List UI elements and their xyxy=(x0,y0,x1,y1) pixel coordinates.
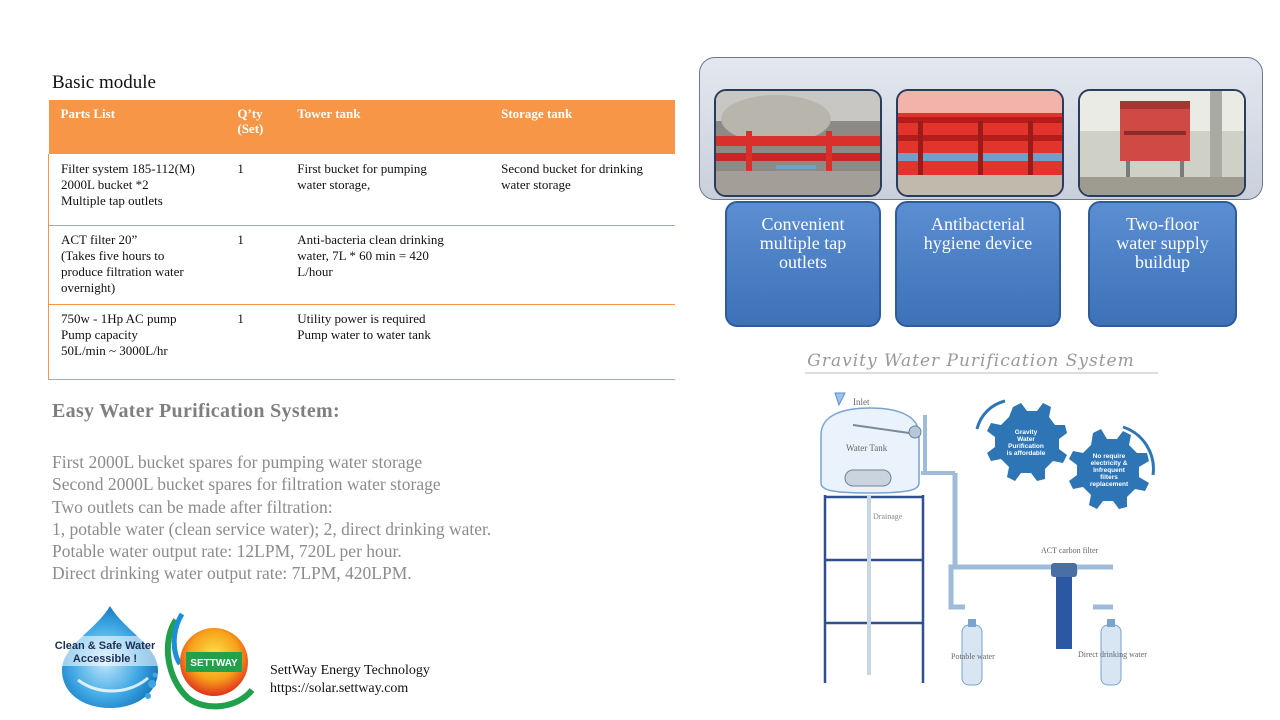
direct-drinking-label: Direct drinking water xyxy=(1078,650,1147,659)
module-title: Basic module xyxy=(52,72,156,93)
feature-box-tap-outlets: Convenient multiple tap outlets xyxy=(725,201,881,327)
drainage-label: Drainage xyxy=(873,512,903,521)
gear-text-line: Infrequent xyxy=(1093,467,1126,474)
gear-text-line: Purification xyxy=(1008,443,1044,450)
settway-logo: SETTWAY xyxy=(164,612,255,710)
direct-drinking-water-bottle: Direct drinking water xyxy=(1078,619,1147,686)
header-qty: Q’ty (Set) xyxy=(225,100,286,154)
cell-parts: ACT filter 20” (Takes five hours to prod… xyxy=(48,225,226,305)
feature-line: water supply xyxy=(1116,233,1209,253)
feature-box-two-floor: Two-floor water supply buildup xyxy=(1088,201,1237,327)
gear-text-line: filters xyxy=(1100,474,1118,481)
potable-water-label: Potable water xyxy=(951,652,995,661)
table-header-row: Parts List Q’ty (Set) Tower tank Storage… xyxy=(48,100,675,154)
description-line: 1, potable water (clean service water); … xyxy=(52,518,492,539)
feature-box-hygiene: Antibacterial hygiene device xyxy=(895,201,1061,327)
table-row: ACT filter 20” (Takes five hours to prod… xyxy=(48,225,675,305)
potable-water-bottle: Potable water xyxy=(951,619,995,686)
logo-area: Clean & Safe Water Accessible ! SETTWAY xyxy=(48,600,258,712)
description-line: Potable water output rate: 12LPM, 720L p… xyxy=(52,541,402,562)
feature-line: outlets xyxy=(779,252,827,272)
cell-qty: 1 xyxy=(225,225,286,305)
act-carbon-filter: ACT carbon filter xyxy=(1041,546,1099,649)
photo-tap-outlets xyxy=(714,89,882,197)
company-url[interactable]: https://solar.settway.com xyxy=(270,681,409,696)
gear-text-line: is affordable xyxy=(1007,450,1046,457)
feature-line: Antibacterial xyxy=(931,214,1025,234)
tank-stand xyxy=(823,495,925,683)
description-line: First 2000L bucket spares for pumping wa… xyxy=(52,452,423,472)
gear-text-line: No require xyxy=(1093,453,1126,460)
water-tank-label: Water Tank xyxy=(846,443,888,453)
table-row: Filter system 185-112(M) 2000L bucket *2… xyxy=(48,154,675,226)
gear-text-line: Gravity xyxy=(1015,429,1038,436)
feature-line: buildup xyxy=(1134,252,1190,272)
feature-line: multiple tap xyxy=(759,233,847,253)
company-info: SettWay Energy Technology https://solar.… xyxy=(270,662,430,698)
feature-line: hygiene device xyxy=(923,233,1033,253)
easy-system-title: Easy Water Purification System: xyxy=(52,400,340,422)
cell-qty: 1 xyxy=(225,154,286,226)
logo-text-line: Clean & Safe Water xyxy=(55,640,156,652)
gear-affordable: Gravity Water Purification is affordable xyxy=(975,399,1067,481)
table-row: 750w - 1Hp AC pump Pump capacity 50L/min… xyxy=(48,304,675,380)
photo-two-floor-supply xyxy=(1078,89,1246,197)
cell-storage xyxy=(489,304,675,380)
photo-hygiene-device xyxy=(896,89,1064,197)
diagram-title: Gravity Water Purification System xyxy=(807,351,1134,371)
logo-text-line: Accessible ! xyxy=(73,653,137,665)
cell-tower: Anti-bacteria clean drinking water, 7L *… xyxy=(285,225,490,305)
pipes xyxy=(948,473,1113,610)
parts-table: Parts List Q’ty (Set) Tower tank Storage… xyxy=(48,100,675,380)
system-description: First 2000L bucket spares for pumping wa… xyxy=(52,451,491,585)
description-line: Direct drinking water output rate: 7LPM,… xyxy=(52,563,412,584)
act-filter-label: ACT carbon filter xyxy=(1041,546,1099,555)
description-line: Two outlets can be made after filtration… xyxy=(52,496,333,517)
cell-parts: Filter system 185-112(M) 2000L bucket *2… xyxy=(48,154,226,226)
gravity-system-diagram: Gravity Water Purification System Inlet … xyxy=(805,351,1158,686)
cell-tower: First bucket for pumping water storage, xyxy=(285,154,490,226)
cell-tower: Utility power is required Pump water to … xyxy=(285,304,490,380)
company-name: SettWay Energy Technology xyxy=(270,663,430,678)
gear-text-line: Water xyxy=(1017,436,1035,443)
cell-qty: 1 xyxy=(225,304,286,380)
cell-parts: 750w - 1Hp AC pump Pump capacity 50L/min… xyxy=(48,304,226,380)
feature-line: Convenient xyxy=(761,214,845,234)
water-tank: Inlet Water Tank xyxy=(820,392,955,494)
settway-brand-text: SETTWAY xyxy=(190,658,238,669)
clean-water-logo: Clean & Safe Water Accessible ! SETTWAY xyxy=(50,606,255,710)
gear-text-line: replacement xyxy=(1090,481,1129,488)
header-parts-list: Parts List xyxy=(48,100,226,154)
description-line: Second 2000L bucket spares for filtratio… xyxy=(52,474,441,495)
cell-storage xyxy=(489,225,675,305)
feature-line: Two-floor xyxy=(1126,214,1199,234)
gear-text-line: electricity & xyxy=(1091,460,1128,467)
header-tower-tank: Tower tank xyxy=(285,100,490,154)
inlet-label: Inlet xyxy=(853,397,870,407)
cell-storage: Second bucket for drinking water storage xyxy=(489,154,675,226)
header-storage-tank: Storage tank xyxy=(489,100,675,154)
gear-no-electricity: No require electricity & Infrequent filt… xyxy=(1069,425,1155,509)
